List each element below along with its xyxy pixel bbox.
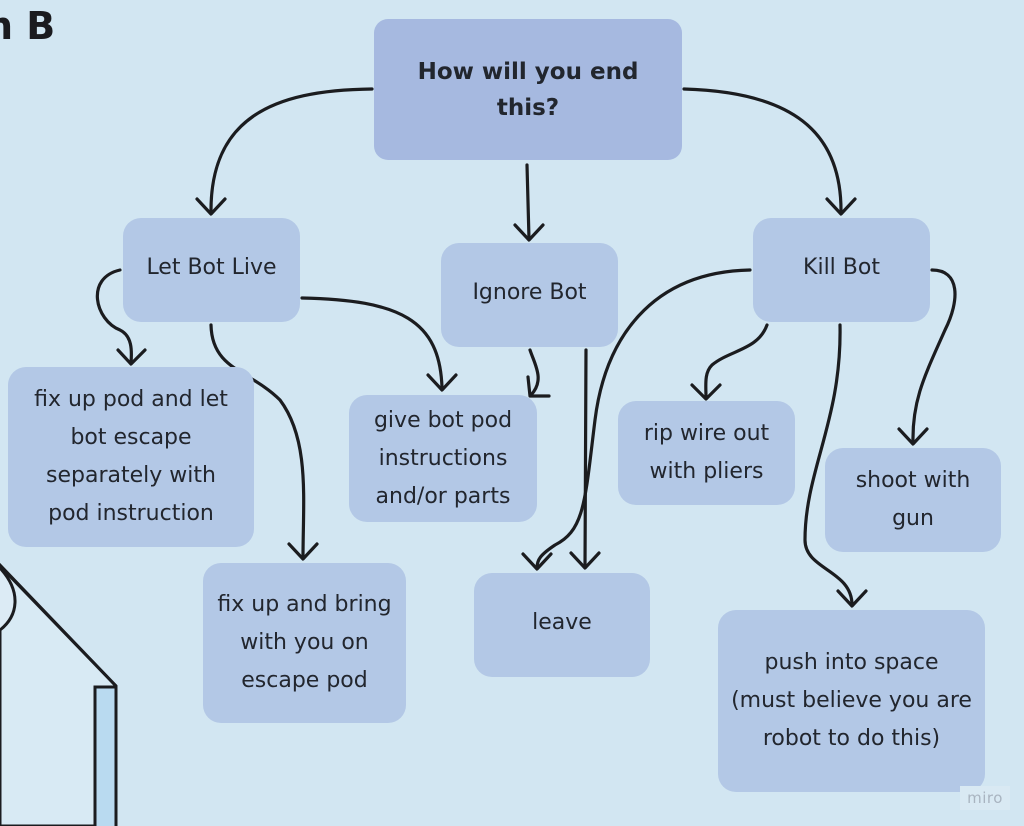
node-root-question[interactable]: How will you end this? xyxy=(374,19,682,160)
node-label: Kill Bot xyxy=(803,255,880,280)
node-kill-bot[interactable]: Kill Bot xyxy=(753,218,930,322)
node-push-space[interactable]: push into space (must believe you are ro… xyxy=(718,610,985,792)
node-rip-wire[interactable]: rip wire out with pliers xyxy=(618,401,795,505)
arrowhead-give-from-ignore xyxy=(526,375,551,398)
arrowhead-let-bot-live xyxy=(195,197,227,216)
arrowhead-give-from-live xyxy=(426,373,458,392)
miro-watermark: miro xyxy=(960,786,1010,810)
node-label: rip wire out with pliers xyxy=(643,421,770,484)
arrowhead-fix-pod xyxy=(116,348,147,366)
arrowhead-rip xyxy=(690,383,722,401)
node-label: Let Bot Live xyxy=(146,255,277,280)
arrowhead-leave-left xyxy=(521,552,553,571)
node-fix-pod-escape[interactable]: fix up pod and let bot escape separately… xyxy=(8,367,254,547)
frame-title: n B xyxy=(0,4,56,48)
edge-let-bot-live-fix-pod[interactable] xyxy=(95,268,133,365)
edge-kill-push[interactable] xyxy=(803,323,854,607)
edge-root-ignore-bot[interactable] xyxy=(525,163,531,241)
node-give-instructions[interactable]: give bot pod instructions and/or parts xyxy=(349,395,537,522)
edge-root-kill-bot[interactable] xyxy=(682,87,843,215)
node-label: give bot pod instructions and/or parts xyxy=(373,407,513,509)
edge-kill-rip[interactable] xyxy=(704,323,769,400)
arrowhead-ignore-bot xyxy=(513,223,545,242)
edge-let-bot-live-give[interactable] xyxy=(300,296,444,390)
node-let-bot-live[interactable]: Let Bot Live xyxy=(123,218,300,322)
node-label: push into space (must believe you are ro… xyxy=(731,650,972,751)
node-shoot[interactable]: shoot with gun xyxy=(825,448,1001,552)
node-label: How will you end this? xyxy=(417,58,639,121)
node-fix-bring[interactable]: fix up and bring with you on escape pod xyxy=(203,563,406,723)
node-label: fix up pod and let bot escape separately… xyxy=(34,387,228,526)
node-label: Ignore Bot xyxy=(472,280,587,305)
arrowhead-shoot xyxy=(897,427,929,446)
node-label: leave xyxy=(532,610,592,635)
arrowhead-push xyxy=(836,589,868,608)
node-leave[interactable]: leave xyxy=(474,573,650,677)
node-label: fix up and bring with you on escape pod xyxy=(217,592,392,693)
edge-ignore-give[interactable] xyxy=(528,348,540,397)
edge-kill-shoot[interactable] xyxy=(911,268,957,445)
edge-kill-leave[interactable] xyxy=(535,268,752,570)
node-ignore-bot[interactable]: Ignore Bot xyxy=(441,243,618,347)
arrowhead-leave-right xyxy=(569,551,601,570)
edge-ignore-leave[interactable] xyxy=(583,348,588,569)
edge-let-bot-live-fix-bring[interactable] xyxy=(209,323,306,560)
arrowhead-fix-bring xyxy=(287,542,319,561)
edge-root-let-bot-live[interactable] xyxy=(209,87,374,215)
node-label: shoot with gun xyxy=(855,468,971,531)
arrowhead-kill-bot xyxy=(825,197,857,216)
